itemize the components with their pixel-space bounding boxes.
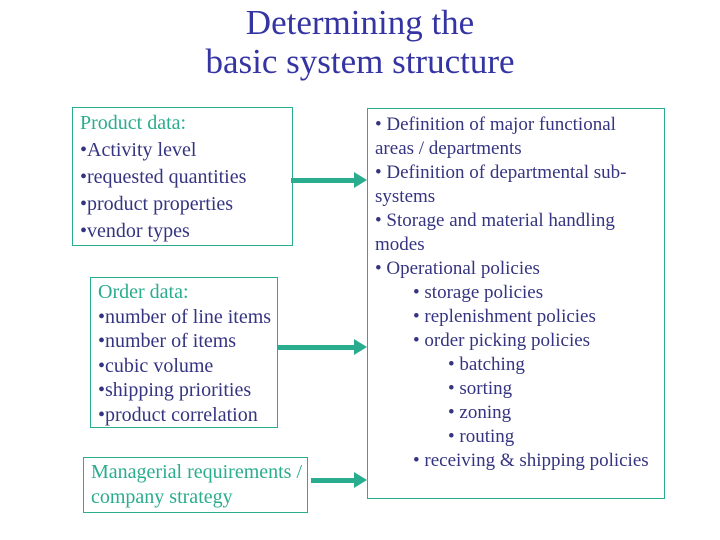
definitions-panel-line: • batching [448,354,525,375]
product-data-box: Product data: •Activity level •requested … [72,107,293,246]
order-data-item: •number of line items [98,305,272,328]
definitions-panel-line: • replenishment policies [413,306,596,327]
order-data-item: •cubic volume [98,354,214,377]
definitions-panel-lines: • Definition of major functional areas / … [373,113,659,473]
definitions-panel-line: modes [375,234,425,255]
order-data-item: •shipping priorities [98,379,252,401]
arrow-shaft [278,344,354,350]
order-data-item: •product correlation [98,403,258,426]
product-data-item: •requested quantities [80,166,247,188]
order-data-item: •number of items [98,330,237,352]
product-data-item: •product properties [80,193,234,215]
definitions-panel-line: • Definition of major functional [375,114,616,135]
definitions-panel-line: areas / departments [375,138,522,159]
arrow-order-to-panel [278,339,367,355]
product-data-heading: Product data: [80,112,187,134]
product-data-items: •Activity level •requested quantities •pro… [80,137,285,245]
product-data-item: •Activity level [80,139,197,161]
order-data-items: •number of line items•number of items•cu… [98,305,272,428]
product-data-item: •vendor types [80,220,190,242]
order-data-heading: Order data: [98,281,189,303]
arrow-head-icon [354,472,367,488]
definitions-panel-line: systems [375,186,436,207]
managerial-line-2: company strategy [91,486,233,508]
definitions-panel-line: • Operational policies [375,258,540,279]
definitions-panel-line: • routing [448,426,515,447]
definitions-panel-line: • storage policies [413,282,544,303]
slide-title: Determining the basic system structure [0,3,720,81]
definitions-panel-line: • Storage and material handling [375,210,615,231]
arrow-head-icon [354,339,367,355]
definitions-panel-line: • zoning [448,402,512,423]
slide-title-line-1: Determining the [245,3,475,42]
slide-title-line-2: basic system structure [205,42,515,81]
arrow-shaft [291,177,354,183]
arrow-shaft [311,477,354,483]
definitions-panel-line: • receiving & shipping policies [413,450,649,471]
definitions-panel-line: • sorting [448,378,513,399]
arrow-head-icon [354,172,367,188]
arrow-product-to-panel [291,172,367,188]
managerial-line-1: Managerial requirements / [91,461,303,483]
definitions-panel: • Definition of major functional areas / … [367,108,665,499]
arrow-managerial-to-panel [311,472,367,488]
definitions-panel-line: • order picking policies [413,330,591,351]
definitions-panel-line: • Definition of departmental sub- [375,162,627,183]
order-data-box: Order data: •number of line items•number… [90,277,278,428]
managerial-requirements-box: Managerial requirements / company strate… [83,457,308,513]
